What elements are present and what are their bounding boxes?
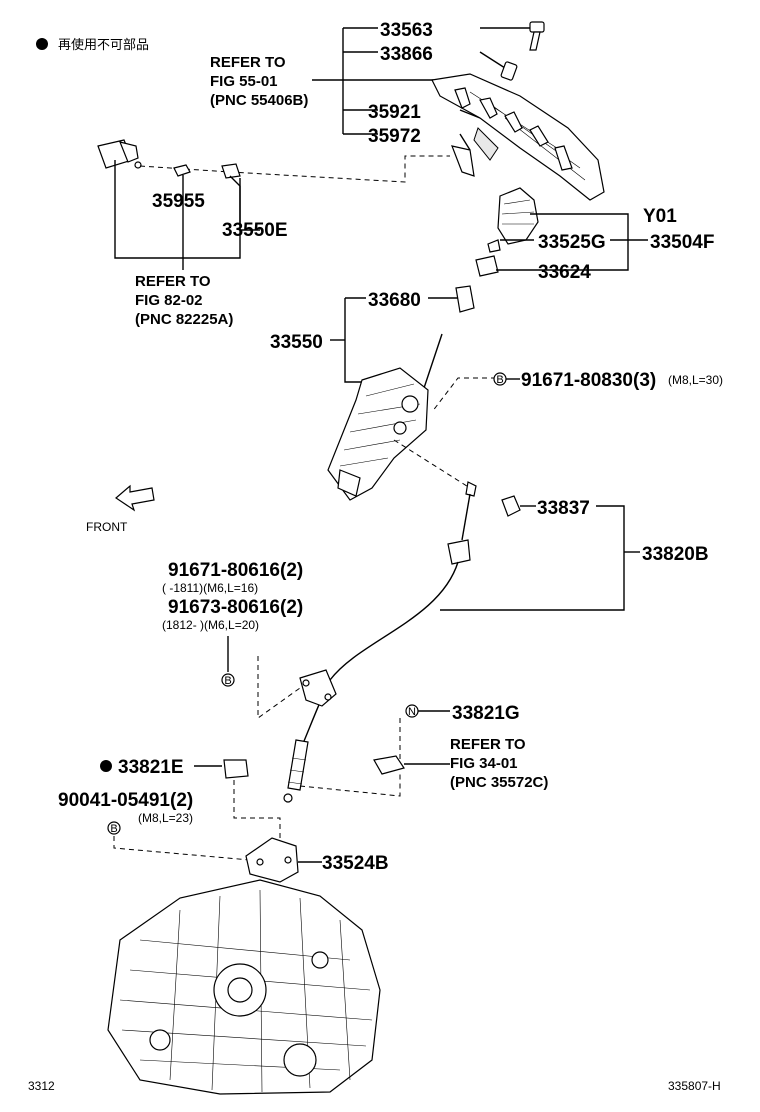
clip-33837-icon	[501, 495, 521, 517]
bolt-b4-badge: B	[110, 823, 117, 835]
pn-33820B: 33820B	[642, 544, 709, 565]
pn-33524B: 33524B	[322, 853, 389, 874]
bolt-91673-80616: 91673-80616(2)	[168, 597, 303, 618]
bolt-90041-05491: 90041-05491(2)	[58, 790, 193, 811]
pn-33866: 33866	[380, 44, 433, 65]
reuse-bullet-icon	[100, 760, 112, 772]
n-badge: N	[408, 706, 416, 718]
cable-bracket-icon	[283, 669, 337, 803]
shift-lever-assembly-icon	[327, 333, 443, 501]
part-33680-icon	[455, 285, 475, 313]
screw-33563-icon	[529, 21, 545, 51]
pn-33624: 33624	[538, 262, 591, 283]
bolt-badge-b-icon	[107, 821, 121, 835]
console-panel-35921-icon	[431, 73, 605, 201]
bolt-91671-80616-spec: ( -1811)(M6,L=16)	[162, 581, 258, 595]
pn-35921: 35921	[368, 102, 421, 123]
ref-82-l2: FIG 82-02	[135, 292, 203, 309]
transmission-case-icon	[107, 879, 381, 1095]
ref-55-l3: (PNC 55406B)	[210, 92, 308, 109]
ref-34-l2: FIG 34-01	[450, 755, 518, 772]
bracket-33524B-icon	[245, 837, 299, 883]
bolt-b3-badge: B	[224, 675, 231, 687]
pn-33821E: 33821E	[118, 757, 184, 778]
bolt-badge-b-icon	[221, 673, 235, 687]
bolt-b1-badge: B	[496, 374, 503, 386]
footer-right: 335807-H	[668, 1079, 721, 1093]
ref-82-l1: REFER TO	[135, 273, 211, 290]
pn-Y01: Y01	[643, 206, 677, 227]
part-33550E-icon	[221, 163, 241, 179]
pn-35955: 35955	[152, 191, 205, 212]
ref-34-l1: REFER TO	[450, 736, 526, 753]
pn-35972: 35972	[368, 126, 421, 147]
legend-text: 再使用不可部品	[58, 37, 149, 52]
ref-55-l2: FIG 55-01	[210, 73, 278, 90]
part-33525G-icon	[487, 239, 501, 253]
cable-grommet-icon	[447, 539, 471, 565]
part-33866-icon	[500, 61, 518, 81]
cable-end-icon	[465, 481, 477, 497]
bolt-90041-05491-spec: (M8,L=23)	[138, 811, 193, 825]
pn-33504F: 33504F	[650, 232, 714, 253]
switch-assembly-icon	[97, 139, 142, 169]
pn-33550E: 33550E	[222, 220, 288, 241]
pn-33550: 33550	[270, 332, 323, 353]
ref-34-l3: (PNC 35572C)	[450, 774, 548, 791]
pn-33525G: 33525G	[538, 232, 606, 253]
clip-33821E-icon	[223, 759, 249, 779]
ref-82-l3: (PNC 82225A)	[135, 311, 233, 328]
clip-33821G-icon	[373, 755, 405, 775]
reuse-bullet-icon	[36, 38, 48, 50]
pn-33680: 33680	[368, 290, 421, 311]
bolt-91671-80616: 91671-80616(2)	[168, 560, 303, 581]
front-arrow-icon	[115, 484, 155, 512]
clip-35972-icon	[451, 145, 475, 177]
bolt-91673-80616-spec: (1812- )(M6,L=20)	[162, 618, 259, 632]
pn-33837: 33837	[537, 498, 590, 519]
front-label: FRONT	[86, 520, 128, 534]
bolt-91671-80830: 91671-80830(3)	[521, 370, 656, 391]
ref-55-l1: REFER TO	[210, 54, 286, 71]
pn-33563: 33563	[380, 20, 433, 41]
bolt-91671-80830-spec: (M8,L=30)	[668, 373, 723, 387]
shift-knob-icon	[497, 187, 539, 245]
footer-left: 3312	[28, 1079, 55, 1093]
part-33624-icon	[475, 255, 499, 277]
pn-33821G: 33821G	[452, 703, 520, 724]
part-35955-icon	[173, 164, 191, 177]
